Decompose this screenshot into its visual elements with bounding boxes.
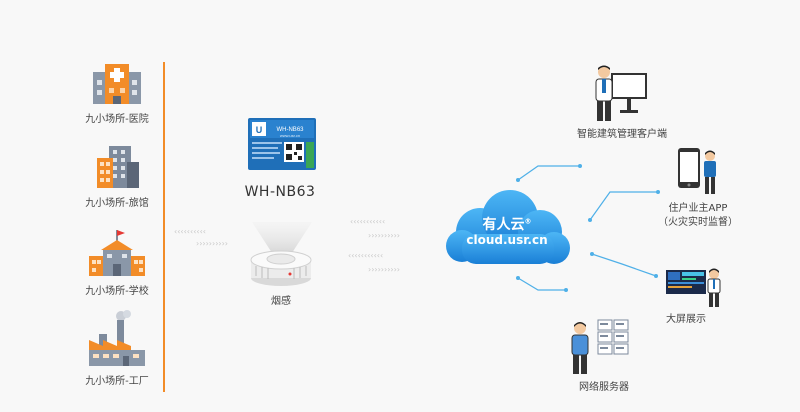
mobile-app-icon: [678, 148, 716, 194]
module-chip-url: www.usr.cn: [280, 133, 300, 138]
venue-factory: 九小场所-工厂: [62, 310, 172, 387]
svg-text:››››››››››: ››››››››››: [196, 239, 228, 248]
client-label-app: 住户业主APP: [668, 203, 728, 214]
cloud-icon: [446, 190, 570, 264]
large-screen-icon: [666, 268, 721, 307]
signal-arrows-right-3: ‹‹‹‹‹‹‹‹‹‹‹: [348, 251, 383, 260]
school-icon: [89, 230, 145, 276]
cloud-url: cloud.usr.cn: [466, 233, 548, 247]
venue-label-hospital: 九小场所-医院: [85, 114, 149, 125]
venue-label-school: 九小场所-学校: [85, 286, 149, 297]
desktop-operator-icon: [595, 65, 647, 121]
client-label-screen: 大屏展示: [666, 314, 706, 325]
venue-hotel: 九小场所-旅馆: [62, 144, 172, 209]
svg-text:U: U: [256, 125, 263, 135]
signal-arrows-right-2: ››››››››››: [368, 231, 400, 240]
client-label-server: 网络服务器: [579, 382, 629, 393]
venue-hospital: 九小场所-医院: [62, 62, 172, 125]
venue-divider: [163, 62, 165, 392]
cloud-registered-mark: ®: [524, 217, 532, 226]
svg-text:››››››››››: ››››››››››: [368, 231, 400, 240]
signal-arrows-left-bottom: ››››››››››: [196, 239, 228, 248]
factory-icon: [89, 310, 145, 366]
hospital-icon: [93, 64, 141, 104]
nb-module-icon: U WH-NB63 www.usr.cn: [248, 118, 316, 170]
signal-arrows-left-top: ‹‹‹‹‹‹‹‹‹‹: [174, 227, 206, 236]
signal-cone: [252, 222, 312, 256]
signal-arrows-right-4: ››››››››››: [368, 265, 400, 274]
svg-text:››››››››››: ››››››››››: [368, 265, 400, 274]
cloud-title: 有人云®: [452, 214, 562, 234]
svg-text:‹‹‹‹‹‹‹‹‹‹: ‹‹‹‹‹‹‹‹‹‹: [174, 227, 206, 236]
svg-text:‹‹‹‹‹‹‹‹‹‹‹: ‹‹‹‹‹‹‹‹‹‹‹: [348, 251, 383, 260]
server-icon: [571, 319, 629, 374]
cloud-title-text: 有人云: [482, 217, 525, 233]
smoke-detector-icon: [250, 250, 312, 286]
client-sublabel-app: （火灾实时监督）: [658, 217, 738, 228]
client-label-desktop: 智能建筑管理客户端: [577, 129, 667, 140]
sensor-label: 烟感: [271, 296, 291, 307]
cloud-connectors: [516, 164, 660, 292]
svg-text:‹‹‹‹‹‹‹‹‹‹‹: ‹‹‹‹‹‹‹‹‹‹‹: [350, 217, 385, 226]
venue-school: 九小场所-学校: [62, 228, 172, 297]
venue-label-factory: 九小场所-工厂: [85, 376, 149, 387]
signal-arrows-right-1: ‹‹‹‹‹‹‹‹‹‹‹: [350, 217, 385, 226]
venue-label-hotel: 九小场所-旅馆: [85, 198, 149, 209]
module-name: WH-NB63: [244, 184, 316, 200]
module-chip-text: WH-NB63: [276, 127, 304, 133]
hotel-icon: [97, 146, 139, 188]
